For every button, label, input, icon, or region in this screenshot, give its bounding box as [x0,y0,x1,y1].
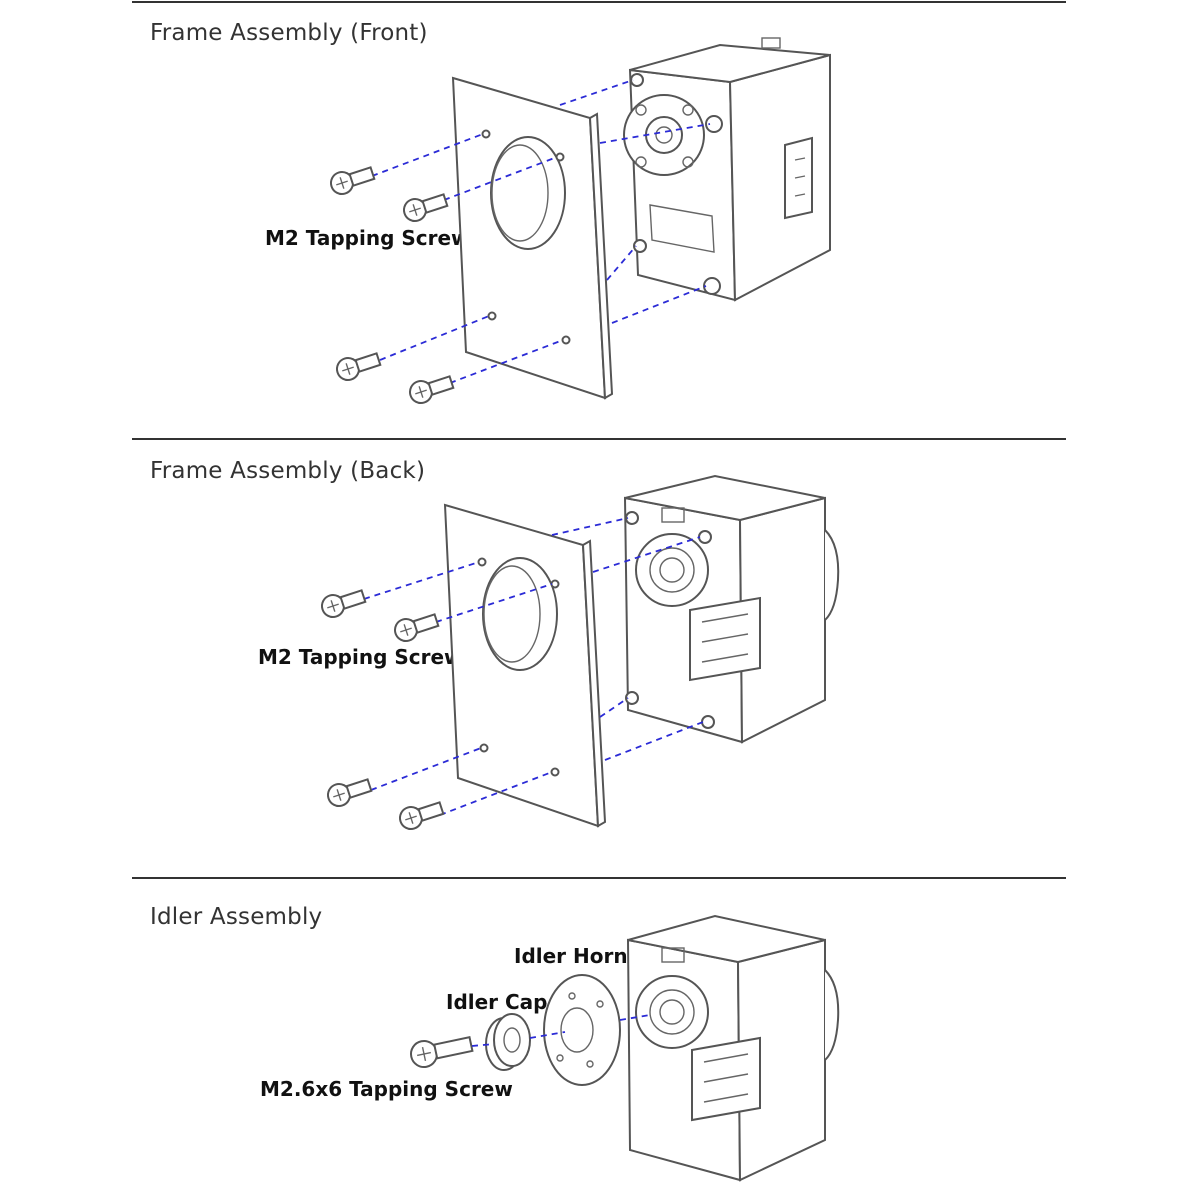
section-title-idler: Idler Assembly [150,904,323,930]
idler-servo [626,914,840,1182]
label-m26-screw: M2.6x6 Tapping Screw [260,1077,513,1101]
idler-dashed-guides [471,1014,651,1047]
label-idler-cap: Idler Cap [446,990,548,1014]
back-servo [623,474,840,744]
back-screws [321,589,445,830]
section-title-frame-back: Frame Assembly (Back) [150,458,426,484]
idler-screw [410,1035,474,1068]
front-frame-plate [451,76,614,400]
idler-horn [543,974,621,1086]
front-dashed-guides [371,79,711,384]
back-dashed-guides [363,517,704,816]
back-frame-plate [443,503,607,828]
idler-cap [485,1013,531,1071]
label-idler-horn: Idler Horn [514,944,628,968]
front-screws [330,166,455,404]
label-m2-screw-front: M2 Tapping Screw [265,226,470,250]
label-m2-screw-back: M2 Tapping Screw [258,645,463,669]
front-servo [623,37,831,302]
section-title-frame-front: Frame Assembly (Front) [150,20,428,46]
